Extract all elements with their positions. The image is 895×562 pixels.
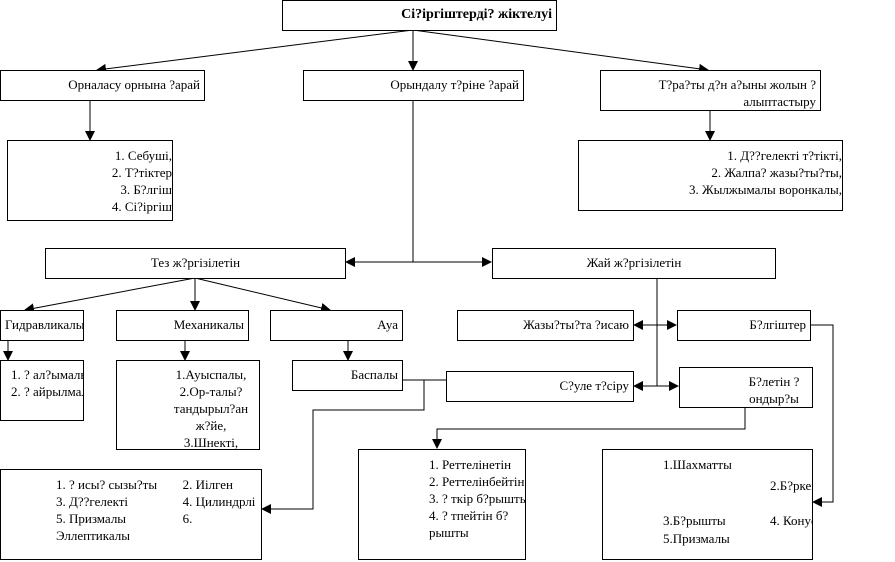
list-item: 4. Цилиндрлі xyxy=(182,494,256,509)
list-item: 2.Б?ркенше лі xyxy=(770,478,812,493)
list-item: 6. xyxy=(182,511,193,526)
separating-box: Б?летін ?ондыр?ы xyxy=(679,367,813,408)
list-item: 5.Призмалы xyxy=(663,531,730,546)
plane-box: Жазы?ты?та ?исаю xyxy=(457,310,634,341)
connector xyxy=(24,277,196,314)
list-item: 1. Себуші, xyxy=(114,148,172,163)
list-item: 4. Сі?іргіш xyxy=(111,199,172,214)
connector xyxy=(96,29,414,74)
dividers-box: Б?лгіштер xyxy=(677,310,811,341)
regulated-list: 1. Реттелінетін 2. Реттелінбейтін 3. ? т… xyxy=(358,449,526,560)
location-box: Орналасу орнына ?арай xyxy=(0,70,205,101)
list-item: 1. ? исы? сызы?ты xyxy=(56,477,158,492)
ray-box: С?уле т?сіру xyxy=(446,371,634,402)
slow-box: Жай ж?ргізілетін xyxy=(492,248,776,279)
mechanical-box: Механикалы xyxy=(116,310,249,341)
list-item: 4. Конусты xyxy=(770,513,812,528)
list-item: 2. Т?тіктер xyxy=(111,165,172,180)
title-box: Сі?іргіштерді? жіктелуі xyxy=(282,0,557,31)
shape-list: 1. ? исы? сызы?ты 2. Иілген 3. Д??гелект… xyxy=(0,469,262,560)
connector xyxy=(432,407,746,449)
list-item: 1. Д??гелекті т?тікті, xyxy=(727,148,842,163)
pressure-box: Баспалы xyxy=(292,360,403,391)
list-item: 2. Жалпа? жазы?ты?ты, xyxy=(711,165,842,180)
list-item: 3.Б?рышты xyxy=(663,513,726,528)
list-item: 1. ? ал?ымалы xyxy=(11,367,84,382)
list-item: 3. Жылжымалы воронкалы, xyxy=(688,182,842,197)
list-item: 4. ? тпейтін б?рышты xyxy=(429,508,509,540)
connector xyxy=(810,324,834,507)
form-list: 1.Шахматты 2.Б?ркенше лі 3.Б?рышты 4. Ко… xyxy=(602,449,813,560)
list-item: 1.Шахматты xyxy=(663,457,732,472)
list-item: 2. ? айрылмалы xyxy=(11,384,83,399)
path-list: 1. Д??гелекті т?тікті, 2. Жалпа? жазы?ты… xyxy=(578,140,843,211)
hydraulic-box: Гидравликалы? xyxy=(0,310,84,341)
mechanical-list: 1.Ауыспалы, 2.Ор-талы?тандырыл?ан ж?йе, … xyxy=(116,360,260,450)
list-item: 2. Иілген xyxy=(182,477,233,492)
connector xyxy=(412,29,709,74)
fast-box: Тез ж?ргізілетін xyxy=(45,248,346,279)
type-box: Орындалу т?ріне ?арай xyxy=(303,70,524,101)
hydraulic-list: 1. ? ал?ымалы 2. ? айрылмалы xyxy=(0,360,84,421)
list-item: 3. Д??гелекті xyxy=(56,494,129,509)
air-box: Ауа xyxy=(270,310,403,341)
list-item: 3. Б?лгіш xyxy=(120,182,172,197)
connector xyxy=(261,380,425,514)
list-item: 3. ? ткір б?рышты xyxy=(429,491,526,506)
list-item: 1. Реттелінетін xyxy=(429,457,512,472)
connector xyxy=(194,277,331,313)
list-item: 5. Призмалы Эллептикалы xyxy=(56,511,130,543)
list-item: 2. Реттелінбейтін xyxy=(429,474,525,489)
path-box: Т?ра?ты д?н а?ыны жолын ?алыптастыру xyxy=(600,70,821,111)
location-list: 1. Себуші, 2. Т?тіктер 3. Б?лгіш 4. Сі?і… xyxy=(7,140,173,221)
